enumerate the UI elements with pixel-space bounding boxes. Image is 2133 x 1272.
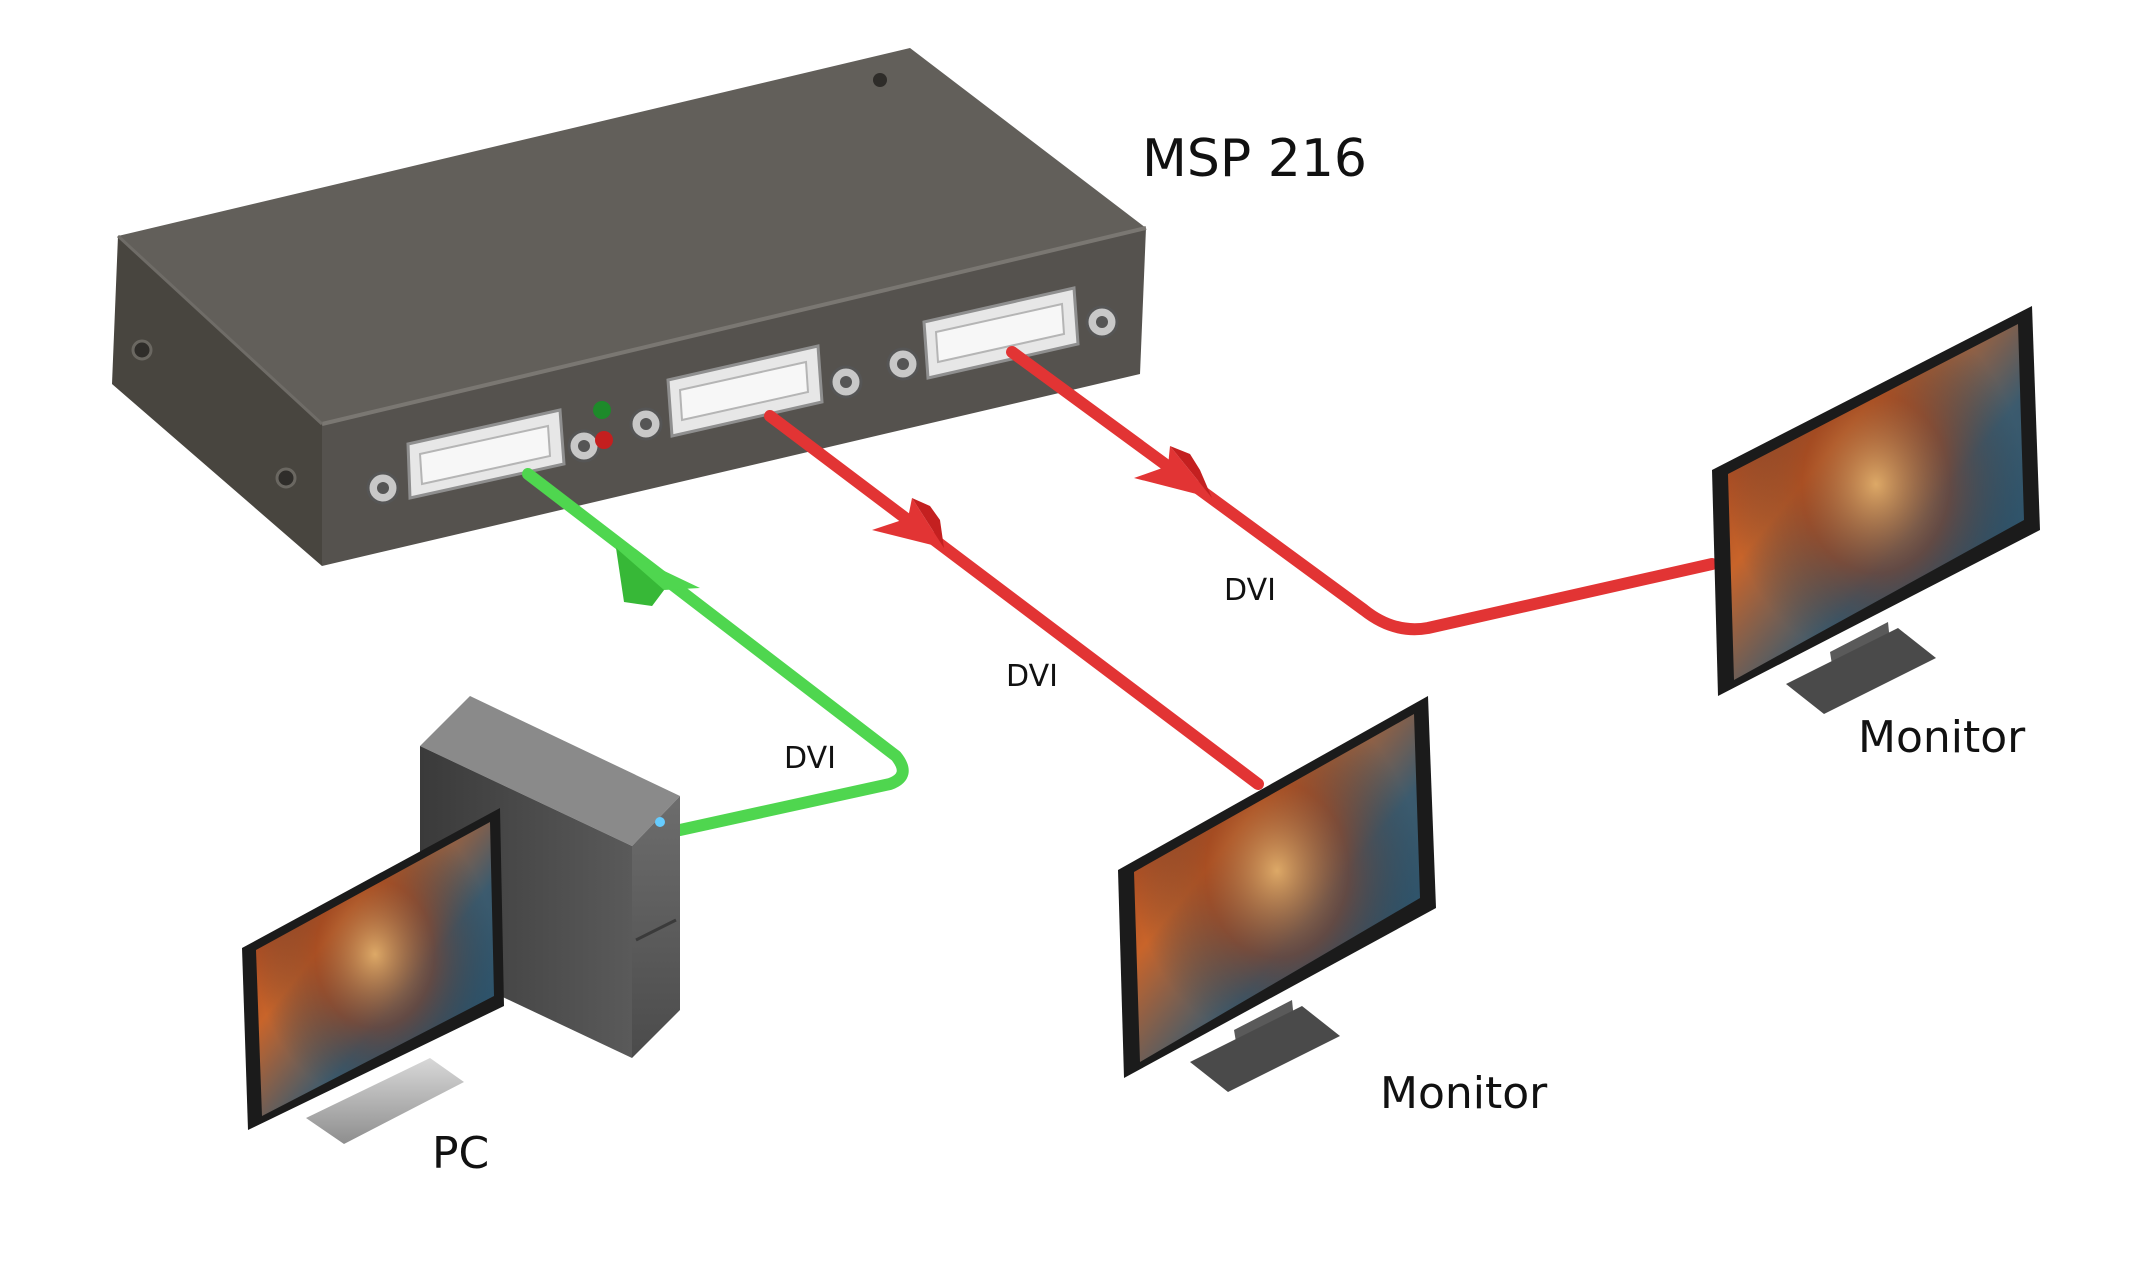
side-screw-icon xyxy=(131,339,153,361)
status-led-green xyxy=(593,401,611,419)
monitor-icon xyxy=(1712,306,2040,714)
output-arrow-icon xyxy=(1134,446,1212,498)
cable-label-output-1: DVI xyxy=(1006,659,1058,694)
msp-216-device xyxy=(112,48,1147,566)
dvi-port-icon xyxy=(886,286,1119,381)
device-name-label: MSP 216 xyxy=(1142,129,1367,189)
pc-monitor-icon xyxy=(242,808,504,1144)
device-left-face xyxy=(112,236,322,566)
input-arrow-icon xyxy=(616,548,700,606)
monitor-icon xyxy=(1118,696,1436,1092)
output-arrow-icon xyxy=(872,498,944,548)
monitor-1-label: Monitor xyxy=(1380,1068,1548,1119)
device-top-face xyxy=(118,48,1146,424)
cable-label-output-2: DVI xyxy=(1224,573,1276,608)
dvi-port-icon xyxy=(629,344,863,441)
cable-input-dvi xyxy=(522,468,909,836)
cable-label-input: DVI xyxy=(784,741,836,776)
dvi-port-icon xyxy=(366,408,601,505)
top-screw-hole xyxy=(873,73,887,87)
cable-output-dvi-1 xyxy=(764,410,1264,790)
cable-output-dvi-2 xyxy=(1006,346,1718,636)
pc-label: PC xyxy=(432,1128,489,1179)
side-screw-icon xyxy=(275,467,297,489)
status-led-red xyxy=(595,431,613,449)
monitor-2-label: Monitor xyxy=(1858,712,2026,763)
